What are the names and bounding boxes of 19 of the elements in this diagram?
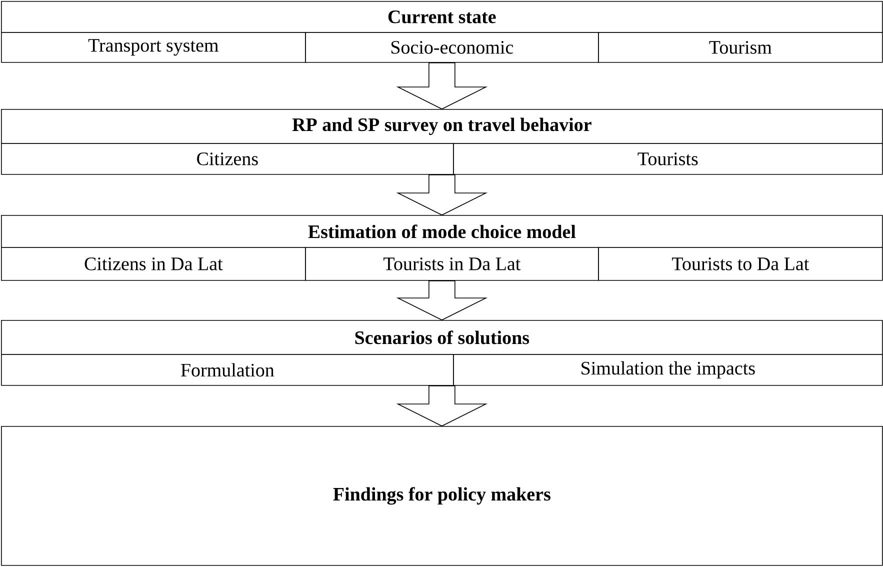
block-arrow [396,62,488,110]
category-cell: Citizens [1,143,454,175]
header-box: Current state [1,1,883,33]
block-arrow [396,280,488,320]
header-box: Scenarios of solutions [1,320,883,355]
category-cell: Transport system [1,32,306,63]
category-cell: Tourism [598,32,883,63]
header-box: Findings for policy makers [1,426,883,566]
header-box: Estimation of mode choice model [1,215,883,248]
category-cell: Tourists to Da Lat [598,247,883,281]
category-cell: Citizens in Da Lat [1,247,306,281]
category-cell: Tourists in Da Lat [305,247,599,281]
category-cell: Simulation the impacts [453,354,883,386]
block-arrow [396,385,488,426]
category-cell: Tourists [453,143,883,175]
block-arrow [396,174,488,216]
category-cell: Socio-economic [305,32,599,63]
category-cell: Formulation [1,354,454,386]
header-box: RP and SP survey on travel behavior [1,109,883,144]
